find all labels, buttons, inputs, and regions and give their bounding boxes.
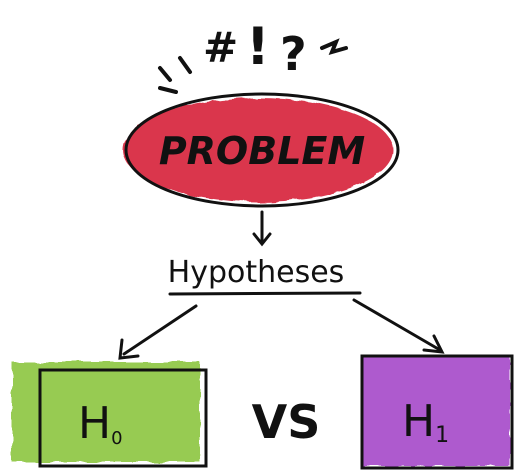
hash-symbol: #	[203, 23, 238, 72]
problem-outline	[124, 92, 400, 208]
problem-label: PROBLEM	[159, 129, 366, 173]
burst-tick-left-low	[158, 86, 178, 94]
null-hypothesis-outline	[38, 368, 208, 468]
arrow-to-null	[118, 304, 198, 360]
hypotheses-label: Hypotheses	[168, 255, 345, 290]
arrow-to-alternative	[352, 298, 445, 354]
null-hypothesis-box: H0	[12, 362, 208, 468]
alternative-hypothesis-label: H1	[402, 396, 449, 448]
alternative-hypothesis-outline	[360, 354, 514, 470]
problem-fill	[123, 98, 393, 202]
exclamation-mark: !	[246, 17, 270, 77]
exclamation-burst	[158, 38, 348, 94]
burst-tick-mid	[178, 56, 192, 74]
burst-tick-left	[158, 66, 172, 82]
null-hypothesis-label: H0	[78, 398, 123, 449]
null-hypothesis-fill	[12, 362, 200, 462]
arrow-problem-to-hypotheses	[252, 210, 272, 247]
versus-label: VS	[252, 395, 321, 449]
problem-node: PROBLEM	[123, 92, 400, 208]
question-mark: ?	[280, 27, 307, 81]
alternative-hypothesis-box: H1	[360, 354, 514, 470]
lightning-icon	[320, 38, 348, 56]
hypotheses-underline	[168, 291, 362, 296]
alternative-hypothesis-fill	[362, 356, 510, 466]
